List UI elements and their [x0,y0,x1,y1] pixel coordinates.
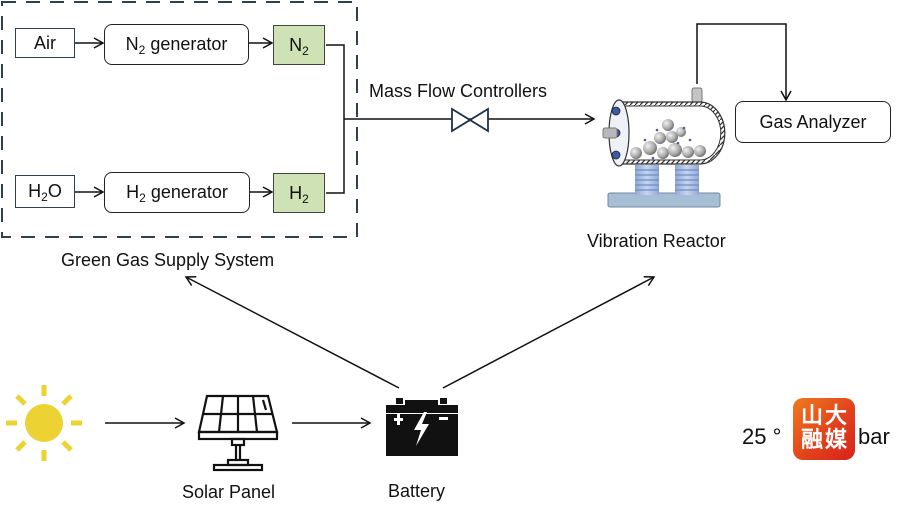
mass-flow-label: Mass Flow Controllers [369,81,548,101]
valve-icon [451,107,489,133]
h2-output-label: H2 [289,182,309,206]
h2-generator-box: H2 generator [104,172,250,213]
overlay-prefix-text: 25 ° [742,424,782,449]
air-source-box: Air [15,28,75,58]
overlay-suffix-text: bar [858,424,890,449]
n2-output-label: N2 [289,34,309,58]
watermark-char: 山 [800,404,823,429]
battery-label: Battery [388,481,446,501]
air-label: Air [34,32,56,53]
gas-supply-title: Green Gas Supply System [61,250,275,270]
gas-supply-boundary [1,1,358,238]
sun-icon [6,385,82,461]
solar-panel-icon [197,394,279,472]
n2-output-box: N2 [273,25,325,65]
reactor-to-analyzer-line [696,23,792,102]
arrow-battery-to-reactor [442,276,656,389]
watermark-char: 融 [800,428,823,453]
watermark-char: 媒 [824,428,847,453]
battery-icon [386,398,458,456]
solar-panel-label: Solar Panel [182,482,276,502]
h2-output-box: H2 [273,173,325,213]
h2-generator-label: H2 generator [126,182,228,205]
vibration-reactor-label: Vibration Reactor [587,231,726,251]
watermark-logo: 山大融媒 [793,398,855,460]
arrow-battery-to-supply [184,275,400,389]
n2-generator-label: N2 generator [125,34,228,57]
water-label: H2O [28,181,62,204]
water-source-box: H2O [15,175,75,208]
watermark-char: 大 [824,404,847,429]
gas-analyzer-box: Gas Analyzer [735,101,891,143]
n2-merge-line [326,44,345,194]
n2-generator-box: N2 generator [104,24,249,65]
gas-analyzer-label: Gas Analyzer [759,111,867,132]
vibration-reactor-icon [602,87,726,208]
